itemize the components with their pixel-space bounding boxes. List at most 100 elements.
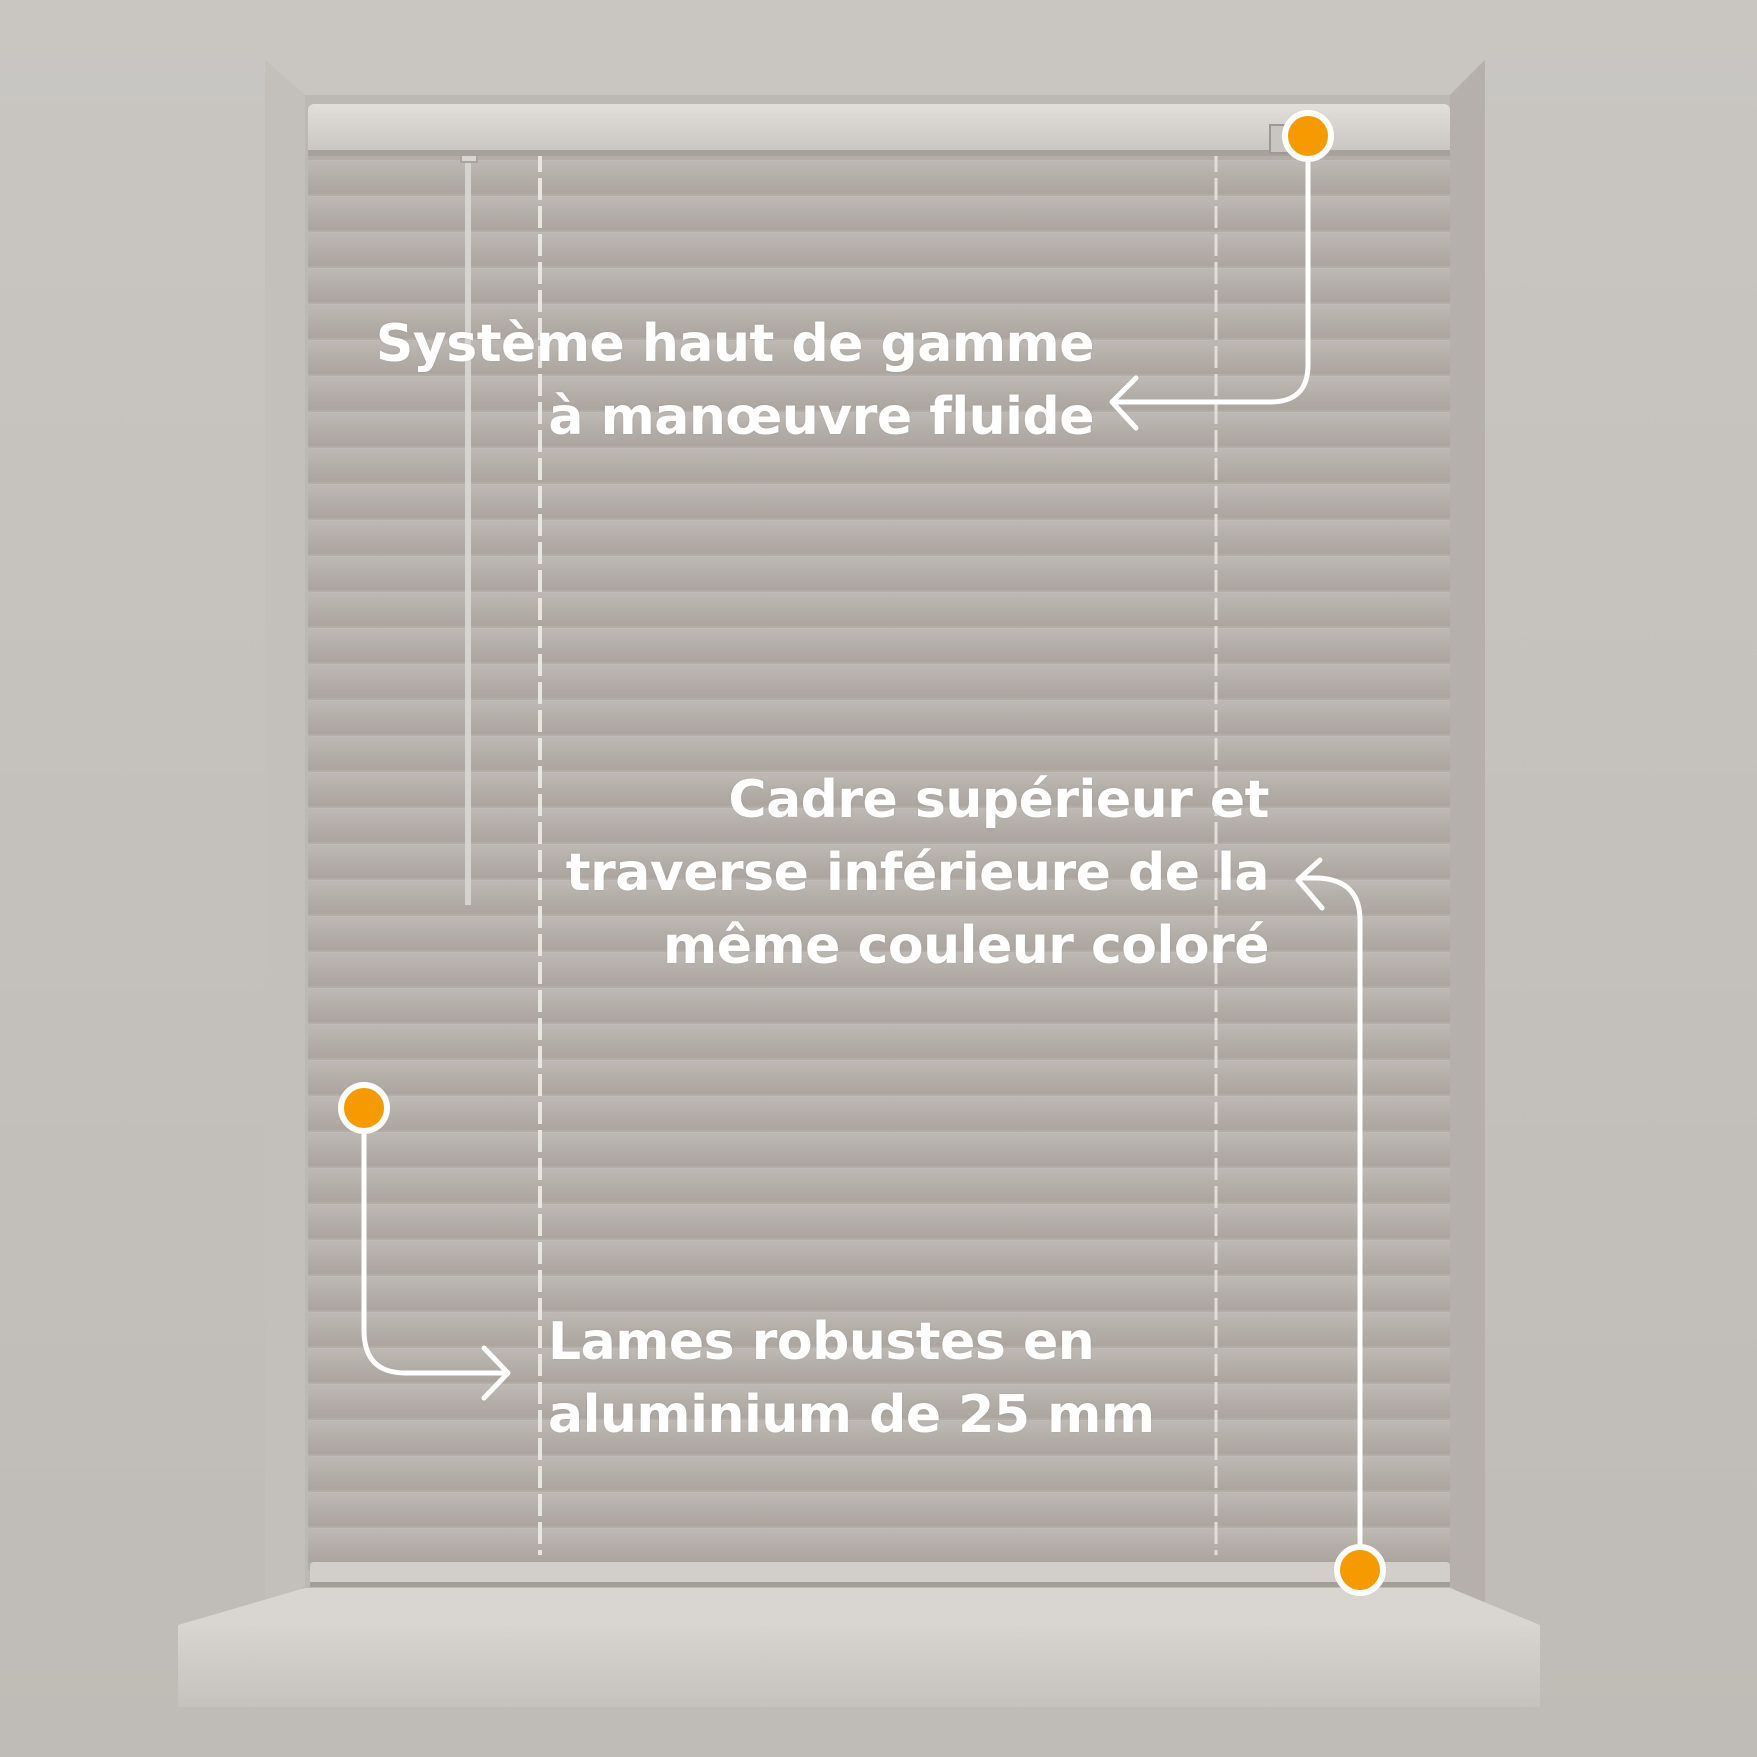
mechanism-callout-arrowhead (1109, 375, 1139, 431)
recess-top-reveal (265, 60, 1485, 95)
blind-slat-edge (308, 1529, 1450, 1532)
blind-slat (308, 772, 1450, 806)
blind-slat-edge (308, 1097, 1450, 1100)
blind-slat (308, 1420, 1450, 1454)
blind-slat-edge (308, 1385, 1450, 1388)
head-rail-shadow (308, 150, 1450, 156)
blind-slat (308, 952, 1450, 986)
blind-slat (308, 1456, 1450, 1490)
blind-slats (308, 160, 1450, 1562)
blind-slat (308, 1240, 1450, 1274)
mechanism-callout-line1: Système haut de gamme (375, 314, 1095, 374)
blind-slat (308, 268, 1450, 302)
frame-callout-line1: Cadre supérieur et (728, 770, 1269, 830)
blind-slat (308, 988, 1450, 1022)
bottom-rail (310, 1562, 1450, 1584)
window-sill-front (178, 1625, 1540, 1707)
blind-slat-edge (308, 1061, 1450, 1064)
blind-slat-edge (308, 233, 1450, 236)
recess-left-reveal (265, 60, 305, 1630)
blind-slat (308, 412, 1450, 446)
blind-slat-edge (308, 953, 1450, 956)
blind-slat (308, 1312, 1450, 1346)
blind-slat-edge (308, 593, 1450, 596)
blind-slat-edge (308, 665, 1450, 668)
blind-slat (308, 1060, 1450, 1094)
blind-slat-edge (308, 341, 1450, 344)
blind-slat-edge (308, 305, 1450, 308)
blind-slat (308, 196, 1450, 230)
blind-slat (308, 232, 1450, 266)
blind-slat (308, 484, 1450, 518)
mechanism-callout-line2: à manœuvre fluide (548, 387, 1094, 447)
blind-slat (308, 304, 1450, 338)
slats-callout-arrowhead (481, 1345, 511, 1401)
blind-slat-edge (308, 485, 1450, 488)
blind-slat-edge (308, 1277, 1450, 1280)
blind-slat (308, 556, 1450, 590)
blind-slat-edge (308, 773, 1450, 776)
frame-callout: Cadre supérieur et traverse inférieure d… (565, 764, 1270, 983)
blind-slat-edge (308, 1169, 1450, 1172)
slats-marker-dot (338, 1082, 390, 1134)
blind-slat (308, 664, 1450, 698)
blind-slat-edge (308, 989, 1450, 992)
blind-slat-edge (308, 161, 1450, 164)
blind-slat-edge (308, 413, 1450, 416)
blind-slat-edge (308, 701, 1450, 704)
frame-callout-line (1297, 875, 1363, 1571)
blind-slat (308, 1528, 1450, 1562)
blind-slat-edge (308, 1421, 1450, 1424)
blind-slat-edge (308, 197, 1450, 200)
mechanism-marker-dot (1282, 110, 1334, 162)
blind-slat-edge (308, 557, 1450, 560)
blind-slat (308, 520, 1450, 554)
blind-slat (308, 1168, 1450, 1202)
window-sill-top (178, 1588, 1540, 1625)
blind-slat-edge (308, 269, 1450, 272)
bottom-rail-shadow (310, 1582, 1450, 1587)
blind-slat (308, 160, 1450, 194)
blind-slat-edge (308, 1205, 1450, 1208)
blind-slat-edge (308, 629, 1450, 632)
mechanism-callout-line (1112, 133, 1311, 405)
blind-slat-edge (308, 1133, 1450, 1136)
frame-callout-line2: traverse inférieure de la (565, 843, 1270, 903)
blind-slat (308, 880, 1450, 914)
blind-slat (308, 448, 1450, 482)
blind-slat-edge (308, 1025, 1450, 1028)
blind-slat-edge (308, 1493, 1450, 1496)
blind-slat-edge (308, 845, 1450, 848)
blind-slat-edge (308, 521, 1450, 524)
blind-slat (308, 1024, 1450, 1058)
blind-slat (308, 628, 1450, 662)
blind-slat-edge (308, 377, 1450, 380)
recess-right-reveal (1450, 60, 1485, 1630)
blind-slat (308, 1096, 1450, 1130)
blind-slat (308, 1276, 1450, 1310)
slats-callout: Lames robustes en aluminium de 25 mm (548, 1306, 1155, 1452)
blind-slat (308, 808, 1450, 842)
blind-slat (308, 736, 1450, 770)
blind-slat (308, 592, 1450, 626)
blind-slat-edge (308, 917, 1450, 920)
blind-slat-edge (308, 737, 1450, 740)
blind-slat-edge (308, 1241, 1450, 1244)
blind-slat-edge (308, 881, 1450, 884)
blind-slat (308, 1204, 1450, 1238)
slats-callout-line (361, 1107, 508, 1376)
blind-slat (308, 700, 1450, 734)
blind-slat-edge (308, 1349, 1450, 1352)
blind-slat-edge (308, 809, 1450, 812)
frame-callout-arrowhead (1295, 857, 1325, 911)
blind-slat (308, 844, 1450, 878)
blind-slat-edge (308, 449, 1450, 452)
blind-slat (308, 1492, 1450, 1526)
blind-slat-edge (308, 1313, 1450, 1316)
mechanism-callout: Système haut de gamme à manœuvre fluide (375, 308, 1095, 454)
frame-marker-dot (1334, 1544, 1386, 1596)
blind-slat (308, 1132, 1450, 1166)
blind-slat (308, 340, 1450, 374)
blind-slat (308, 1384, 1450, 1418)
